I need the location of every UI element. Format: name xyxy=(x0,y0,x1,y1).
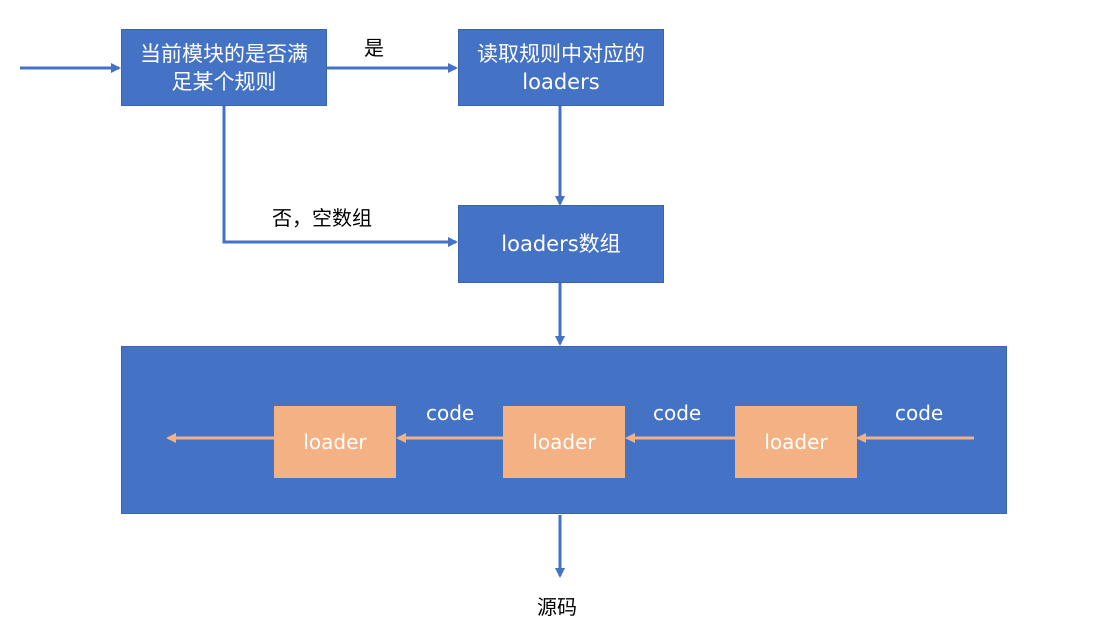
code-label-middle: code xyxy=(653,401,702,425)
yes-label: 是 xyxy=(364,36,384,60)
loader-box-right: loader xyxy=(735,406,857,478)
rule-check-text: 当前模块的是否满足某个规则 xyxy=(140,41,308,94)
loaders-array-text: loaders数组 xyxy=(501,232,621,256)
source-code-label: 源码 xyxy=(537,595,577,619)
read-loaders-box: 读取规则中对应的loaders xyxy=(458,29,664,106)
loader-label: loader xyxy=(303,430,367,454)
loader-label: loader xyxy=(532,430,596,454)
loaders-array-box: loaders数组 xyxy=(458,205,664,283)
read-loaders-text: 读取规则中对应的loaders xyxy=(477,41,645,94)
rule-check-box: 当前模块的是否满足某个规则 xyxy=(121,29,327,106)
loader-label: loader xyxy=(764,430,828,454)
loader-box-middle: loader xyxy=(503,406,625,478)
no-arrow xyxy=(222,106,458,247)
code-label-right: code xyxy=(895,401,944,425)
loader-box-left: loader xyxy=(274,406,396,478)
no-label: 否，空数组 xyxy=(272,206,372,230)
code-label-left: code xyxy=(426,401,475,425)
